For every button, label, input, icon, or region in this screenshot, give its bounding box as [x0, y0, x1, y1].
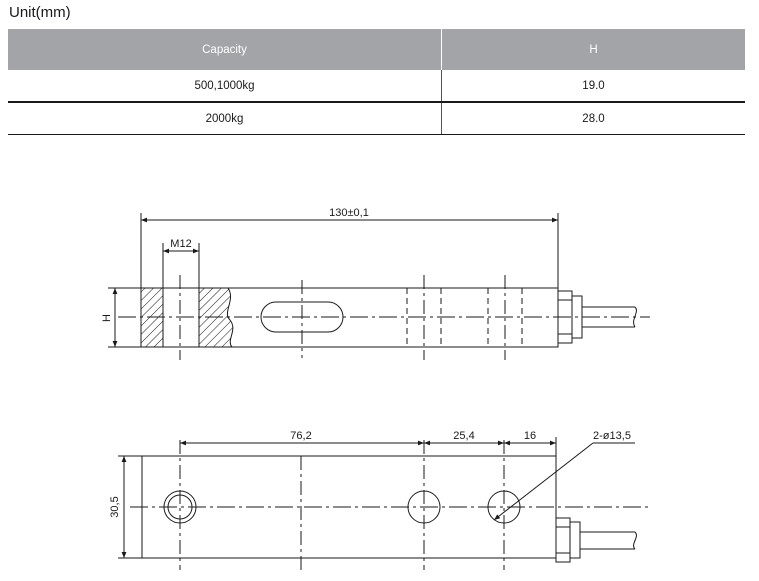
unit-label: Unit(mm): [9, 4, 71, 21]
top-connector: [555, 517, 571, 563]
header-capacity: Capacity: [8, 29, 442, 70]
side-view: [108, 213, 650, 360]
cell-h: 28.0: [441, 102, 745, 135]
cell-capacity: 500,1000kg: [8, 70, 442, 103]
hole-offset-label: 16: [524, 430, 536, 442]
top-view: [118, 437, 650, 570]
header-h: H: [441, 29, 745, 70]
hole-spacing-2-label: 25,4: [453, 430, 474, 442]
height-label: H: [101, 314, 113, 322]
table-row: 500,1000kg 19.0: [8, 70, 745, 103]
hole-spacing-1-label: 76,2: [290, 430, 311, 442]
width-dimension-label: 30,5: [109, 496, 121, 517]
table-row: 2000kg 28.0: [8, 102, 745, 135]
cell-h: 19.0: [441, 70, 745, 103]
table-header-row: Capacity H: [8, 29, 745, 70]
spec-table: Capacity H 500,1000kg 19.0 2000kg 28.0: [8, 29, 745, 135]
cell-capacity: 2000kg: [8, 102, 442, 135]
hole-callout-label: 2-ø13,5: [593, 430, 631, 442]
thread-label: M12: [170, 238, 191, 250]
length-dimension-label: 130±0,1: [329, 207, 369, 219]
